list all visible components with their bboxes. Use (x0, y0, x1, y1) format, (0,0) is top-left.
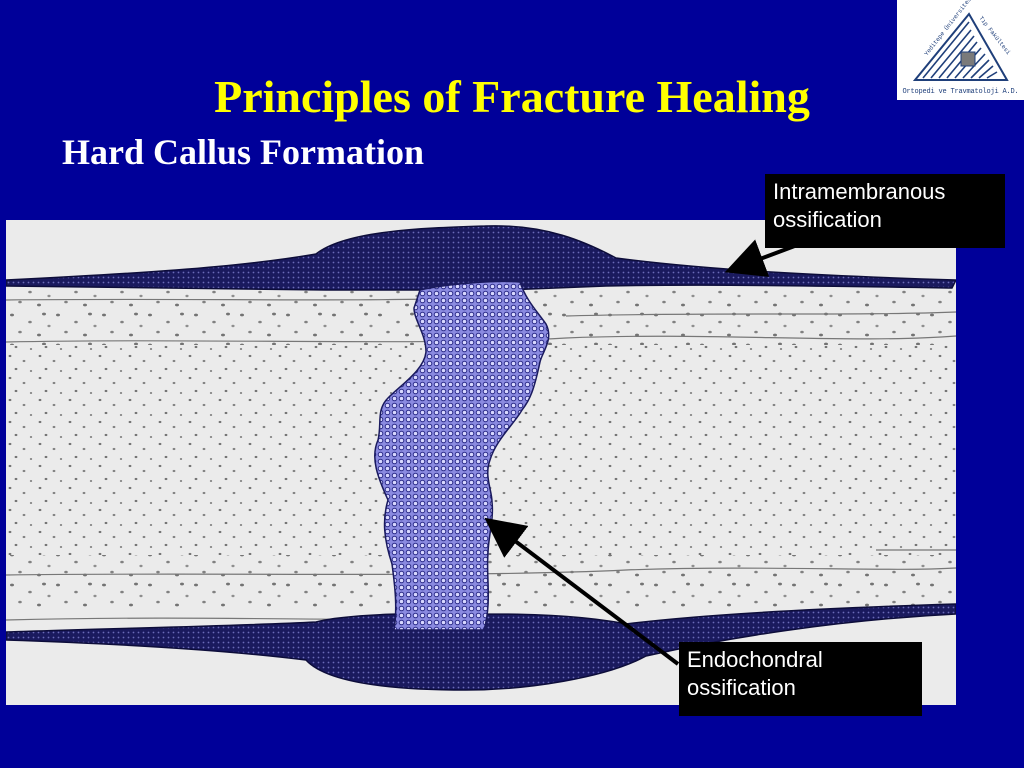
slide-title: Principles of Fracture Healing (214, 71, 810, 122)
label-endochondral-ossification: Endochondral ossification (679, 642, 922, 716)
logo-caption: Ortopedi ve Travmatoloji A.D. (902, 88, 1019, 96)
label-intramembranous-line2: ossification (773, 207, 882, 232)
label-endochondral-line1: Endochondral (687, 647, 823, 672)
label-endochondral-line2: ossification (687, 675, 796, 700)
logo-triangle-icon: Yeditepe Üniversitesi Tıp Fakültesi (912, 0, 1012, 81)
slide-subtitle: Hard Callus Formation (62, 132, 425, 172)
label-intramembranous-ossification: Intramembranous ossification (765, 174, 1005, 248)
bone-fracture-diagram (6, 220, 956, 705)
label-intramembranous-line1: Intramembranous (773, 179, 946, 204)
university-logo: Yeditepe Üniversitesi Tıp Fakültesi Orto… (897, 0, 1024, 100)
